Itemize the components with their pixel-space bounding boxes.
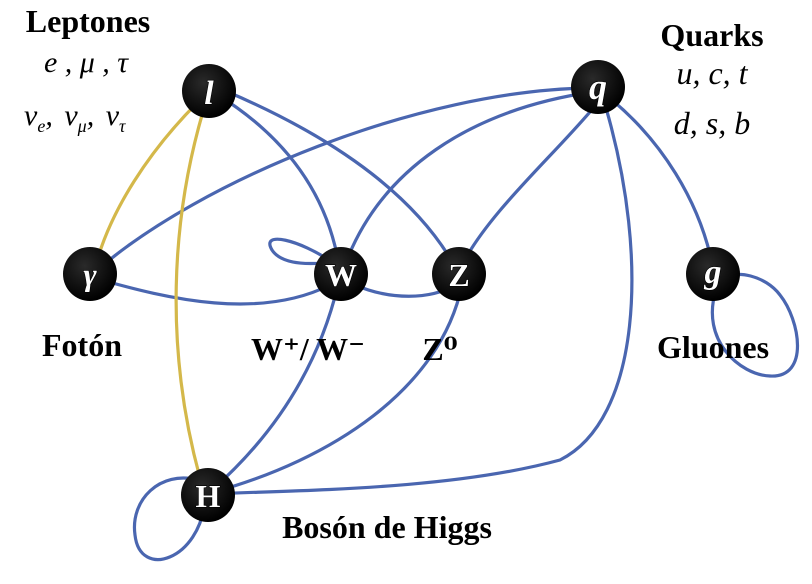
foton-label: Fotón — [42, 327, 122, 363]
neutrino-mu-subscript: μ — [77, 116, 87, 136]
node-z-letter: Z — [448, 257, 469, 293]
leptones-charged-list: e , μ , τ — [44, 46, 129, 79]
line-higgs-selfloop — [132, 476, 207, 562]
line-lepton-w — [216, 93, 342, 274]
w-boson-label: W⁺/ W⁻ — [251, 331, 365, 367]
quarks-title: Quarks — [660, 17, 763, 53]
line-photon-w — [93, 276, 332, 306]
line-lepton-photon — [93, 100, 200, 270]
line-quark-gluon — [610, 98, 715, 270]
neutrino-e-subscript: e — [37, 116, 45, 136]
leptones-neutrino-list: νe, νμ, ντ — [24, 99, 126, 136]
line-gluon-selfloop — [710, 272, 800, 378]
gluones-label: Gluones — [657, 329, 769, 365]
node-photon-letter: γ — [83, 256, 97, 292]
line-quark-photon — [93, 86, 592, 274]
leptones-title: Leptones — [26, 3, 150, 39]
line-lepton-higgs — [174, 103, 207, 480]
neutrino-tau-symbol: ν — [106, 99, 120, 132]
quarks-up-list: u, c, t — [676, 55, 748, 91]
node-w: W — [314, 247, 368, 301]
node-z: Z — [432, 247, 486, 301]
neutrino-tau-subscript: τ — [119, 116, 126, 136]
separator-1: , — [45, 99, 53, 132]
z-boson-label: Z⁰ — [422, 331, 457, 367]
blue-interaction-lines — [93, 86, 800, 562]
line-quark-higgs — [208, 106, 634, 496]
line-quark-w — [343, 90, 594, 267]
line-lepton-z — [226, 90, 460, 274]
line-z-higgs — [212, 283, 464, 494]
higgs-boson-label: Bosón de Higgs — [282, 509, 492, 545]
line-quark-z — [460, 98, 602, 267]
node-higgs-letter: H — [196, 478, 221, 514]
neutrino-e-symbol: ν — [24, 99, 38, 132]
node-higgs: H — [181, 468, 235, 522]
node-lepton-letter: l — [204, 75, 214, 112]
yellow-interaction-lines — [93, 100, 207, 480]
node-photon: γ — [63, 247, 117, 301]
neutrino-mu-symbol: ν — [64, 99, 78, 132]
node-quark-letter: q — [589, 67, 607, 107]
node-quark: q — [571, 60, 625, 114]
node-gluon: g — [686, 247, 740, 301]
node-lepton: l — [182, 64, 236, 118]
line-w-higgs — [210, 283, 340, 492]
node-gluon-letter: g — [704, 254, 722, 291]
node-w-letter: W — [325, 257, 357, 293]
separator-2: , — [87, 99, 95, 132]
quarks-down-list: d, s, b — [674, 105, 750, 141]
